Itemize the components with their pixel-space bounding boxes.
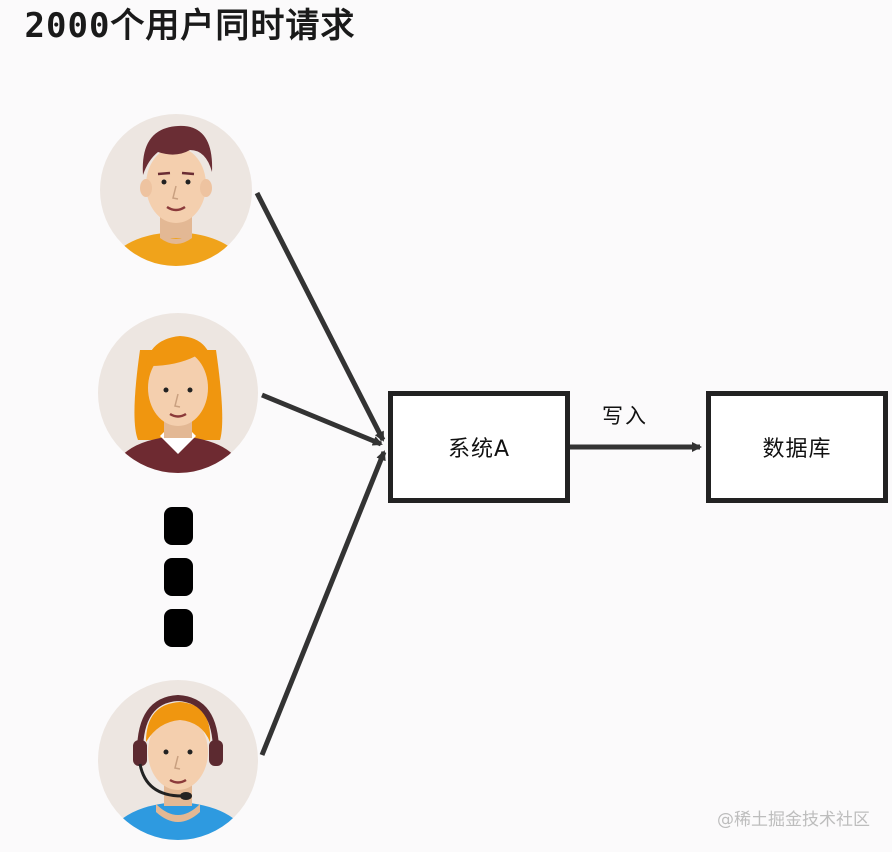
arrow-user1-to-system: [254, 191, 386, 442]
user-3-avatar: [98, 680, 258, 840]
user-2-avatar: [98, 313, 258, 473]
ellipsis-dots: [164, 507, 193, 647]
arrow-user3-to-system: [259, 450, 387, 756]
database-label: 数据库: [762, 437, 832, 462]
write-edge-label: 写入: [602, 404, 648, 428]
watermark: @稀土掘金技术社区: [717, 810, 870, 830]
system-a-label: 系统A: [447, 437, 511, 462]
system-a-node: 系统A: [388, 391, 570, 503]
user-1-avatar: [100, 114, 252, 266]
database-node: 数据库: [706, 391, 888, 503]
diagram-title: 2000个用户同时请求: [24, 6, 356, 46]
arrow-user2-to-system: [261, 392, 383, 447]
